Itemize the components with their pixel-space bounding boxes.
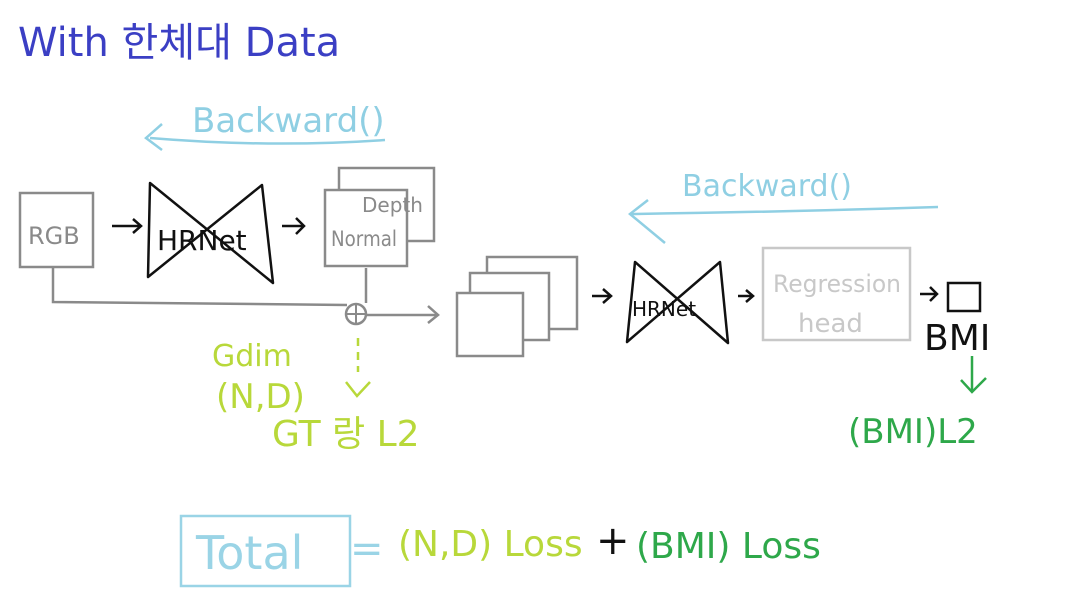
bmi-output-square bbox=[946, 281, 982, 313]
arrow-bmi-to-loss bbox=[960, 356, 987, 394]
bmi-l2-label: (BMI)L2 bbox=[848, 412, 978, 452]
stage1-backward-arrow bbox=[144, 123, 386, 151]
hrnet-1-bowtie-icon bbox=[146, 181, 275, 285]
regression-label-line1: Regression bbox=[773, 270, 901, 298]
stage1-backward-label: Backward() bbox=[192, 101, 385, 141]
total-plus: + bbox=[596, 518, 630, 564]
gdim-label: Gdim bbox=[212, 339, 292, 374]
gt-l2-label: GT 랑 L2 bbox=[272, 414, 420, 455]
nd-loss-term: (N,D) Loss bbox=[398, 524, 583, 565]
hrnet-1-label: HRNet bbox=[157, 224, 247, 257]
regression-head-box bbox=[761, 246, 912, 342]
arrow-regression-to-bmi bbox=[920, 286, 939, 302]
bmi-loss-term: (BMI) Loss bbox=[636, 526, 821, 567]
stage2-backward-arrow bbox=[628, 199, 939, 244]
arrow-rgb-to-hrnet bbox=[112, 218, 143, 234]
normal-output-box bbox=[323, 188, 409, 268]
stage2-backward-label: Backward() bbox=[682, 169, 852, 204]
arrow-stack-to-hrnet bbox=[592, 288, 613, 304]
total-equals: = bbox=[350, 526, 384, 572]
total-box bbox=[179, 514, 352, 588]
hrnet-2-label: HRNet bbox=[632, 297, 696, 321]
feature-stack bbox=[455, 255, 579, 358]
arrow-hrnet-to-regression bbox=[738, 289, 755, 303]
rgb-box bbox=[18, 191, 95, 269]
normal-label: Normal bbox=[331, 227, 397, 251]
page-title: With 한체대 Data bbox=[18, 20, 340, 66]
arrow-hrnet-to-outputs bbox=[282, 217, 306, 235]
concat-node-icon bbox=[344, 302, 368, 326]
nd-pair-label: (N,D) bbox=[216, 377, 305, 417]
rgb-skip-connection bbox=[51, 268, 440, 324]
depth-label: Depth bbox=[362, 193, 423, 217]
regression-label-line2: head bbox=[798, 309, 863, 339]
arrow-output-to-loss bbox=[345, 338, 371, 398]
bmi-label: BMI bbox=[924, 318, 990, 359]
hrnet-2-bowtie-icon bbox=[625, 260, 730, 345]
rgb-label: RGB bbox=[28, 222, 80, 250]
total-label: Total bbox=[195, 526, 303, 580]
